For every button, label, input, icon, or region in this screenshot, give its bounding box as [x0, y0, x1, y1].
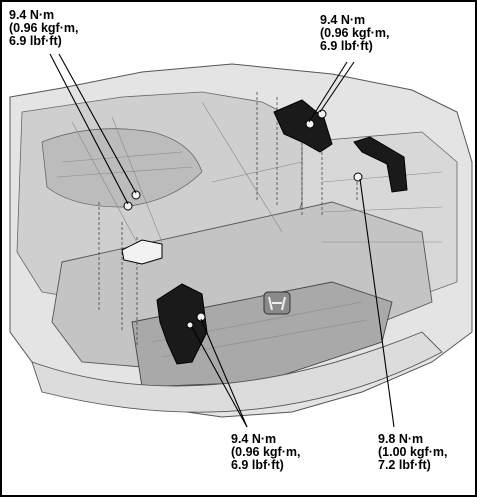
torque-lbf: 7.2 lbf·ft) [378, 458, 431, 472]
torque-kgf: (0.96 kgf·m, [320, 26, 390, 40]
torque-lbf: 6.9 lbf·ft) [231, 458, 284, 472]
lower-left-bolt [196, 312, 206, 322]
lower-left-bolt-2 [186, 321, 194, 329]
torque-kgf: (0.96 kgf·m, [9, 21, 79, 35]
side-strap-bolt [353, 172, 363, 182]
torque-kgf: (1.00 kgf·m, [378, 445, 448, 459]
torque-value: 9.8 N·m [378, 432, 424, 446]
torque-callout-bottom-left: 9.4 N·m (0.96 kgf·m, 6.9 lbf·ft) [231, 433, 300, 472]
small-sensor-bracket [121, 239, 163, 265]
torque-callout-bottom-right: 9.8 N·m (1.00 kgf·m, 7.2 lbf·ft) [378, 433, 447, 472]
emblem-shape [263, 291, 291, 315]
torque-value: 9.4 N·m [231, 432, 277, 446]
leader-lines [49, 53, 395, 428]
torque-callout-top-left: 9.4 N·m (0.96 kgf·m, 6.9 lbf·ft) [9, 9, 78, 48]
upper-left-bolt-2 [131, 190, 141, 200]
torque-value: 9.4 N·m [9, 8, 55, 22]
torque-lbf: 6.9 lbf·ft) [9, 34, 62, 48]
lower-left-bracket [156, 283, 208, 365]
torque-value: 9.4 N·m [320, 13, 366, 27]
upper-left-bolt [123, 201, 133, 211]
front-bumper [31, 331, 443, 413]
upper-right-bolt-2 [317, 109, 327, 119]
side-strap-bracket [353, 136, 408, 193]
torque-lbf: 6.9 lbf·ft) [320, 39, 373, 53]
torque-kgf: (0.96 kgf·m, [231, 445, 301, 459]
torque-callout-top-right: 9.4 N·m (0.96 kgf·m, 6.9 lbf·ft) [320, 14, 389, 53]
upper-right-bracket [273, 99, 333, 153]
